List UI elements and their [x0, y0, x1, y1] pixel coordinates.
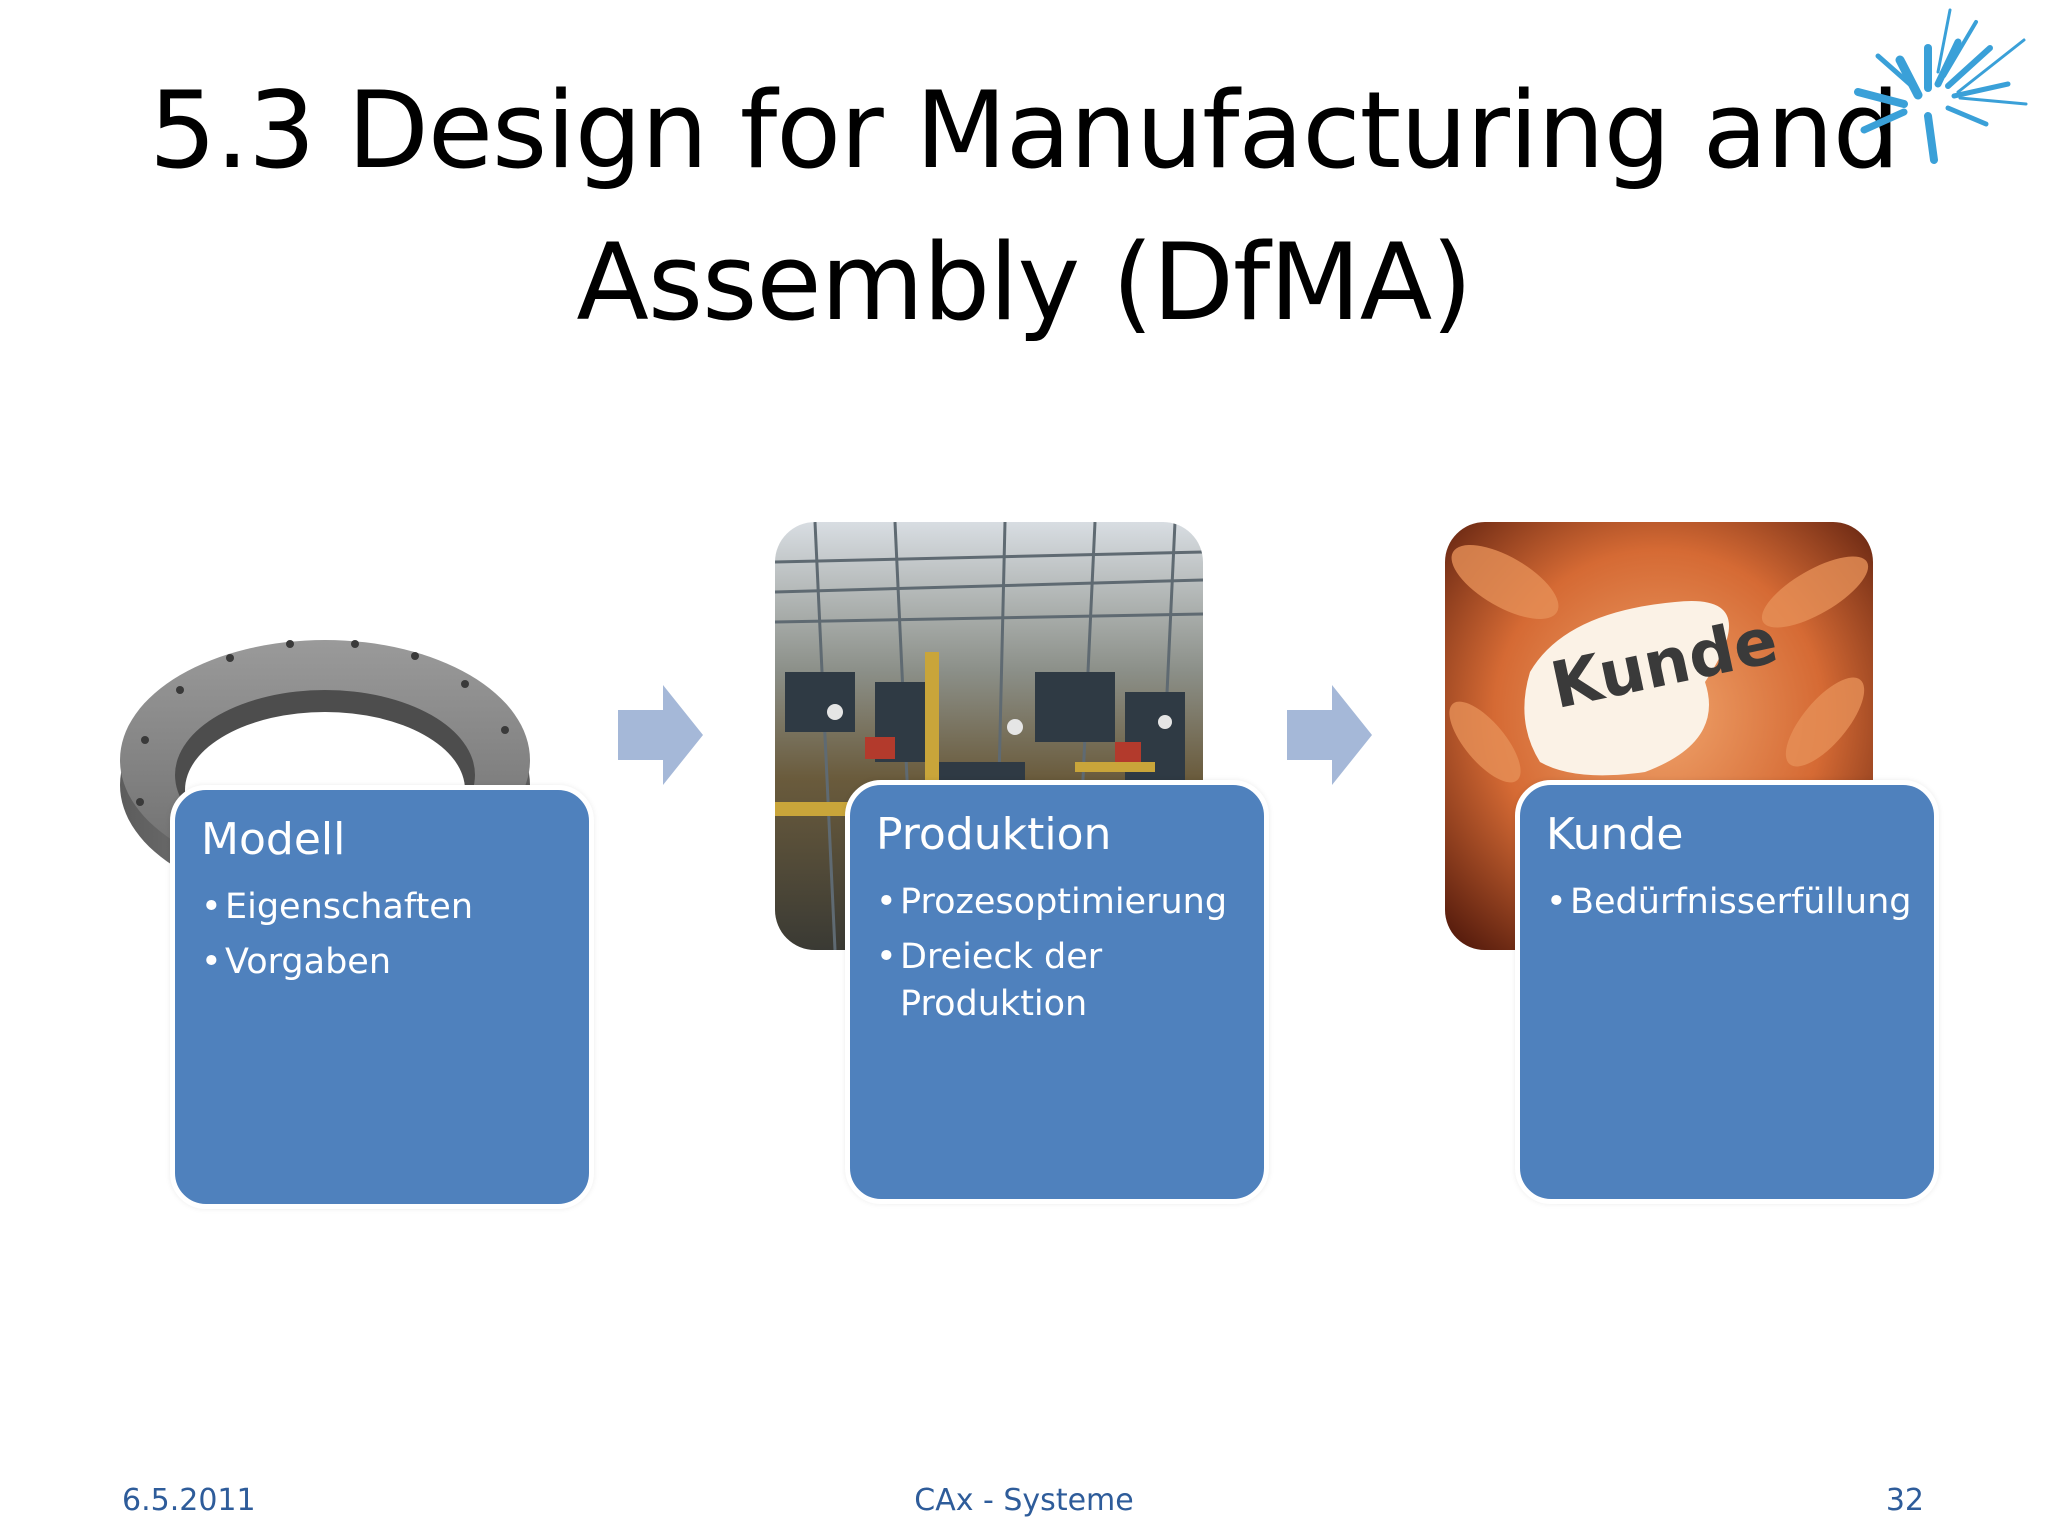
step-card-kunde: Kunde •Bedürfnisserfüllung — [1515, 780, 1939, 1204]
slide-title-line-2: Assembly (DfMA) — [576, 221, 1472, 344]
bullet-icon: • — [876, 882, 897, 922]
step-title: Produktion — [876, 809, 1112, 860]
chevron-right-arrow-icon — [618, 685, 703, 785]
footer-center-text: CAx - Systeme — [914, 1483, 1134, 1518]
page-number: 32 — [1885, 1483, 1924, 1518]
bullet-item: •Eigenschaften — [201, 884, 565, 931]
step-bullet-list: •Prozesoptimierung •Dreieck der Produkti… — [876, 879, 1240, 1028]
slide-title-line-1: 5.3 Design for Manufacturing and — [148, 69, 1900, 192]
step-bullet-list: •Bedürfnisserfüllung — [1546, 879, 1912, 926]
chevron-right-arrow-icon — [1287, 685, 1372, 785]
bullet-item: •Bedürfnisserfüllung — [1546, 879, 1912, 926]
step-card-produktion: Produktion •Prozesoptimierung •Dreieck d… — [845, 780, 1269, 1204]
bullet-icon: • — [876, 937, 897, 977]
bullet-icon: • — [201, 887, 222, 927]
slide-title: 5.3 Design for Manufacturing and Assembl… — [100, 55, 1948, 359]
footer-date: 6.5.2011 — [122, 1483, 256, 1518]
bullet-item: •Prozesoptimierung — [876, 879, 1240, 926]
starburst-logo-icon — [1854, 8, 2028, 164]
step-title: Kunde — [1546, 809, 1684, 860]
step-title: Modell — [201, 814, 346, 865]
step-bullet-list: •Eigenschaften •Vorgaben — [201, 884, 565, 986]
bullet-item: •Dreieck der Produktion — [876, 934, 1240, 1028]
bullet-icon: • — [1546, 882, 1567, 922]
step-card-modell: Modell •Eigenschaften •Vorgaben — [170, 785, 594, 1209]
bullet-item: •Vorgaben — [201, 939, 565, 986]
bullet-icon: • — [201, 942, 222, 982]
